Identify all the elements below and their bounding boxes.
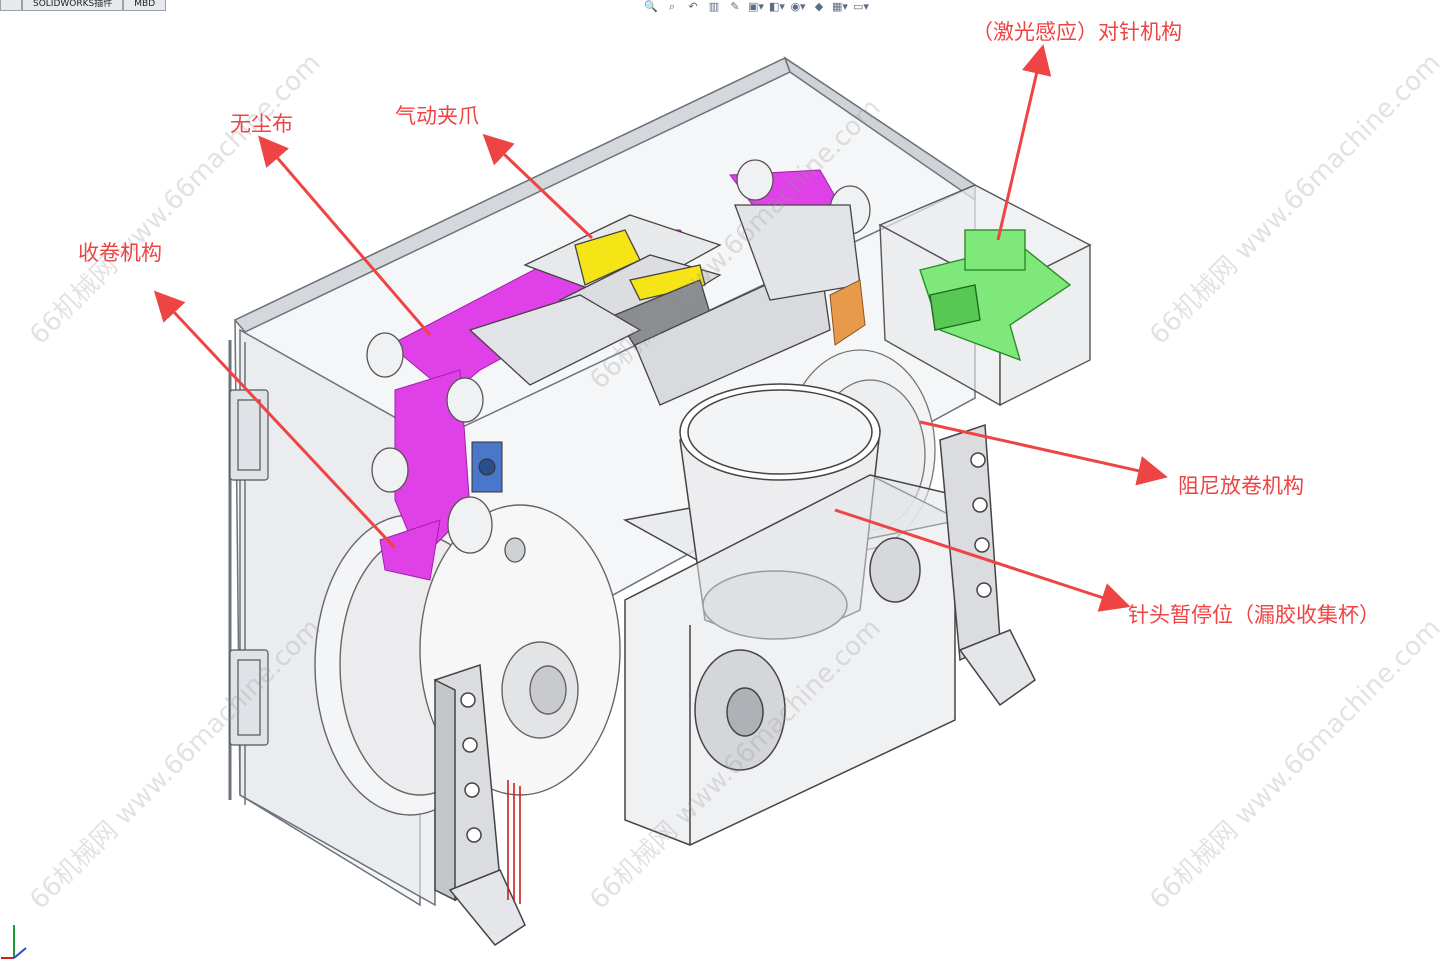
tab-solidworks-addins[interactable]: SOLIDWORKS插件 xyxy=(22,0,124,11)
lower-enclosure xyxy=(624,474,956,846)
label-laser-needle-alignment: （激光感应）对针机构 xyxy=(972,20,1182,44)
orange-bracket xyxy=(829,279,866,346)
right-mounting-bracket xyxy=(939,423,1036,707)
label-needle-pause-cup: 针头暂停位（漏胶收集杯） xyxy=(1128,603,1380,627)
arrow-wiper xyxy=(258,135,432,336)
rollers xyxy=(366,159,871,563)
callout-arrows xyxy=(153,44,1168,612)
coordinate-triad-icon xyxy=(1,925,27,959)
dynamic-annotation-icon[interactable]: ✎ xyxy=(730,0,740,13)
tab-mbd[interactable]: MBD xyxy=(123,0,167,11)
hide-show-items-icon[interactable]: ◉▾ xyxy=(790,0,806,13)
left-mounting-bracket xyxy=(434,663,526,947)
command-manager-tabs: SOLIDWORKS插件 MBD xyxy=(0,0,167,11)
red-wires xyxy=(507,780,521,904)
arrow-cup xyxy=(834,508,1131,612)
view-settings-icon[interactable]: ▭▾ xyxy=(853,0,869,13)
display-style-icon[interactable]: ◧▾ xyxy=(769,0,785,13)
label-dust-free-cloth: 无尘布 xyxy=(230,112,293,136)
label-rewind-mechanism: 收卷机构 xyxy=(78,241,162,265)
arrow-unwind xyxy=(919,420,1168,486)
heads-up-view-toolbar: 🔍 ⌕ ↶ ▥ ✎ ▣▾ ◧▾ ◉▾ ◆ ▦▾ ▭▾ xyxy=(642,0,870,14)
label-damped-unwind-mechanism: 阻尼放卷机构 xyxy=(1178,474,1304,498)
edit-appearance-icon[interactable]: ◆ xyxy=(814,0,824,13)
arrow-laser xyxy=(996,44,1052,241)
arrow-rewind xyxy=(153,290,397,550)
apply-scene-icon[interactable]: ▦▾ xyxy=(832,0,848,13)
label-pneumatic-gripper: 气动夹爪 xyxy=(395,104,479,128)
zoom-to-fit-icon[interactable]: 🔍 xyxy=(644,0,658,13)
arrow-gripper xyxy=(482,133,594,240)
tab-blank[interactable] xyxy=(0,0,22,11)
view-orientation-icon[interactable]: ▣▾ xyxy=(748,0,764,13)
section-view-icon[interactable]: ▥ xyxy=(708,0,720,13)
previous-view-icon[interactable]: ↶ xyxy=(688,0,698,13)
laser-sensor-box xyxy=(878,184,1092,407)
zoom-area-icon[interactable]: ⌕ xyxy=(668,0,676,13)
blue-sensor xyxy=(471,441,503,493)
gripper-assembly xyxy=(468,204,861,406)
